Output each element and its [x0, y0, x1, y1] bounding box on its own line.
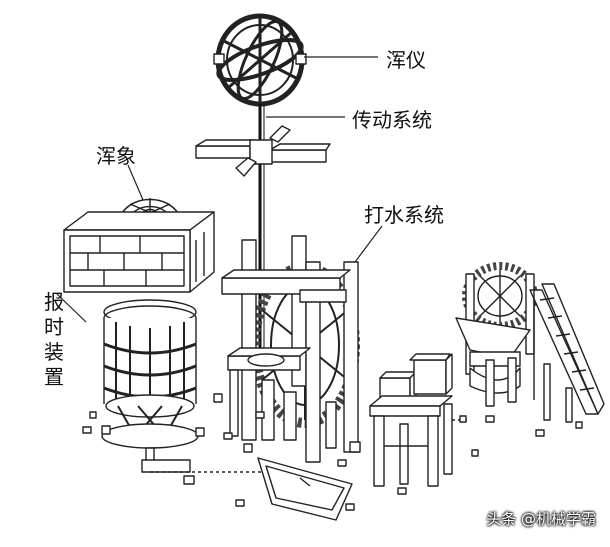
label-celestial-globe: 浑象 — [96, 144, 136, 168]
leader-lines — [56, 56, 383, 323]
label-armillary-sphere: 浑仪 — [386, 48, 426, 72]
label-time-signal-device: 报 时 装 置 — [44, 290, 66, 390]
transmission-shaft — [195, 104, 331, 360]
main-tower-frame — [213, 235, 361, 463]
water-lifting-wheel — [455, 262, 605, 429]
watermark: 头条 @机械学霸 — [486, 510, 596, 528]
time-signal-device — [89, 299, 300, 485]
label-water-wheel-system: 打水系统 — [364, 203, 444, 227]
floor-markers — [82, 411, 545, 511]
label-time-signal-char: 报 — [44, 290, 64, 314]
label-time-signal-char: 装 — [44, 340, 64, 364]
label-time-signal-char: 置 — [44, 365, 64, 389]
water-tanks — [369, 353, 479, 487]
water-trough — [257, 457, 353, 521]
label-time-signal-char: 时 — [44, 315, 64, 339]
label-transmission-system: 传动系统 — [352, 108, 432, 132]
celestial-globe — [63, 198, 215, 293]
armillary-sphere — [213, 13, 307, 107]
